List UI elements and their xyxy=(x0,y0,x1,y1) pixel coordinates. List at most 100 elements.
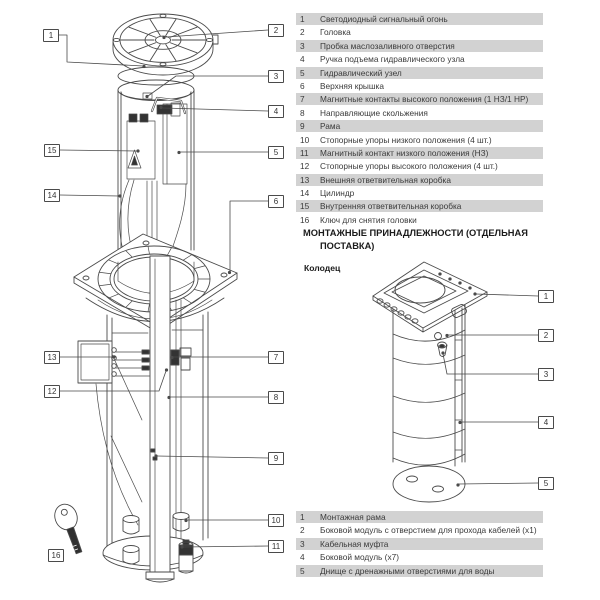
part-label: Магнитный контакт низкого положения (НЗ) xyxy=(320,147,489,158)
callout-14: 14 xyxy=(44,189,60,202)
part-label: Внутренняя ответвительная коробка xyxy=(320,201,462,212)
well-subtitle: Колодец xyxy=(304,263,341,273)
callout-13: 13 xyxy=(44,351,60,364)
accessories-section-title: МОНТАЖНЫЕ ПРИНАДЛЕЖНОСТИ (ОТДЕЛЬНАЯ ПОСТ… xyxy=(303,228,528,251)
list-item: 11 Магнитный контакт низкого положения (… xyxy=(296,146,543,159)
list-item: 12 Стопорные упоры высокого положения (4… xyxy=(296,160,543,172)
list-item: 4 Ручка подъема гидравлического узла xyxy=(296,53,543,65)
callout-2: 2 xyxy=(268,24,284,37)
part-number: 4 xyxy=(300,54,305,65)
leader-dots xyxy=(112,35,477,549)
part-number: 14 xyxy=(300,188,310,199)
callout-7: 7 xyxy=(268,351,284,364)
leader-lines xyxy=(59,30,538,547)
bollard-head-art xyxy=(113,14,218,85)
list-item: 3 Кабельная муфта xyxy=(296,537,543,550)
part-label: Монтажная рама xyxy=(320,512,386,522)
list-item: 3 Пробка маслозаливного отверстия xyxy=(296,39,543,52)
part-label: Боковой модуль с отверстием для прохода … xyxy=(320,525,537,536)
part-label: Стопорные упоры низкого положения (4 шт.… xyxy=(320,134,492,145)
part-label: Днище с дренажными отверстиями для воды xyxy=(320,565,495,576)
well-callout-3: 3 xyxy=(538,368,554,381)
callout-4: 4 xyxy=(268,105,284,118)
part-label: Цилиндр xyxy=(320,188,355,199)
list-item: 2 Головка xyxy=(296,26,543,38)
well-parts-list: 1 Монтажная рама 2 Боковой модуль с отве… xyxy=(296,511,543,578)
callout-10: 10 xyxy=(268,514,284,527)
callout-15: 15 xyxy=(44,144,60,157)
cable-gland-art xyxy=(438,342,448,357)
list-item: 2 Боковой модуль с отверстием для проход… xyxy=(296,524,543,536)
part-label: Светодиодный сигнальный огонь xyxy=(320,14,448,24)
part-label: Головка xyxy=(320,27,351,38)
list-item: 5 Днище с дренажными отверстиями для вод… xyxy=(296,564,543,577)
list-item: 14 Цилиндр xyxy=(296,187,543,199)
callout-9: 9 xyxy=(268,452,284,465)
main-parts-list: 1 Светодиодный сигнальный огонь 2 Головк… xyxy=(296,13,543,227)
part-number: 8 xyxy=(300,107,305,118)
part-label: Кабельная муфта xyxy=(320,538,389,549)
well-base-art xyxy=(393,466,465,502)
part-number: 1 xyxy=(300,512,305,522)
list-item: 4 Боковой модуль (x7) xyxy=(296,551,543,563)
well-callout-5: 5 xyxy=(538,477,554,490)
well-callout-4: 4 xyxy=(538,416,554,429)
well-callout-2: 2 xyxy=(538,329,554,342)
low-magnet-contact-art xyxy=(179,540,193,573)
part-number: 2 xyxy=(300,27,305,38)
list-item: 6 Верхняя крышка xyxy=(296,80,543,92)
part-label: Верхняя крышка xyxy=(320,80,384,91)
part-number: 9 xyxy=(300,121,305,132)
low-stops-art xyxy=(123,513,189,565)
part-number: 7 xyxy=(300,94,305,105)
part-number: 11 xyxy=(300,147,309,158)
part-label: Магнитные контакты высокого положения (1… xyxy=(320,94,529,105)
part-number: 3 xyxy=(300,538,305,549)
part-label: Рама xyxy=(320,121,341,132)
part-number: 13 xyxy=(300,174,310,185)
part-number: 12 xyxy=(300,161,310,172)
part-number: 1 xyxy=(300,14,305,24)
well-frame-art xyxy=(373,262,487,332)
list-item: 9 Рама xyxy=(296,120,543,133)
part-label: Боковой модуль (x7) xyxy=(320,552,399,563)
callout-3: 3 xyxy=(268,70,284,83)
callout-16: 16 xyxy=(48,549,64,562)
part-number: 5 xyxy=(300,67,305,78)
list-item: 1 Монтажная рама xyxy=(296,511,543,523)
part-number: 4 xyxy=(300,552,305,563)
list-item: 15 Внутренняя ответвительная коробка xyxy=(296,200,543,213)
part-label: Внешняя ответвительная коробка xyxy=(320,174,451,185)
callout-1: 1 xyxy=(43,29,59,42)
pole-art xyxy=(146,256,191,582)
list-item: 10 Стопорные упоры низкого положения (4 … xyxy=(296,134,543,146)
well-body-art xyxy=(393,305,465,466)
callout-12: 12 xyxy=(44,385,60,398)
part-label: Ключ для снятия головки xyxy=(320,214,417,225)
callout-8: 8 xyxy=(268,391,284,404)
part-label: Гидравлический узел xyxy=(320,67,402,78)
list-item: 13 Внешняя ответвительная коробка xyxy=(296,173,543,186)
part-label: Ручка подъема гидравлического узла xyxy=(320,54,465,65)
part-label: Стопорные упоры высокого положения (4 шт… xyxy=(320,161,498,172)
part-label: Пробка маслозаливного отверстия xyxy=(320,40,455,51)
frame-art xyxy=(78,298,224,555)
part-number: 5 xyxy=(300,565,305,576)
callout-5: 5 xyxy=(268,146,284,159)
part-number: 10 xyxy=(300,134,310,145)
list-item: 7 Магнитные контакты высокого положения … xyxy=(296,93,543,106)
key-icon xyxy=(51,501,89,556)
list-item: 5 Гидравлический узел xyxy=(296,66,543,79)
list-item: 1 Светодиодный сигнальный огонь xyxy=(296,13,543,25)
part-number: 16 xyxy=(300,214,310,225)
part-number: 6 xyxy=(300,80,305,91)
well-callout-1: 1 xyxy=(538,290,554,303)
part-number: 2 xyxy=(300,525,305,536)
callout-6: 6 xyxy=(268,195,284,208)
list-item: 8 Направляющие скольжения xyxy=(296,107,543,119)
part-number: 3 xyxy=(300,40,305,51)
part-number: 15 xyxy=(300,201,310,212)
callout-11: 11 xyxy=(268,540,284,553)
